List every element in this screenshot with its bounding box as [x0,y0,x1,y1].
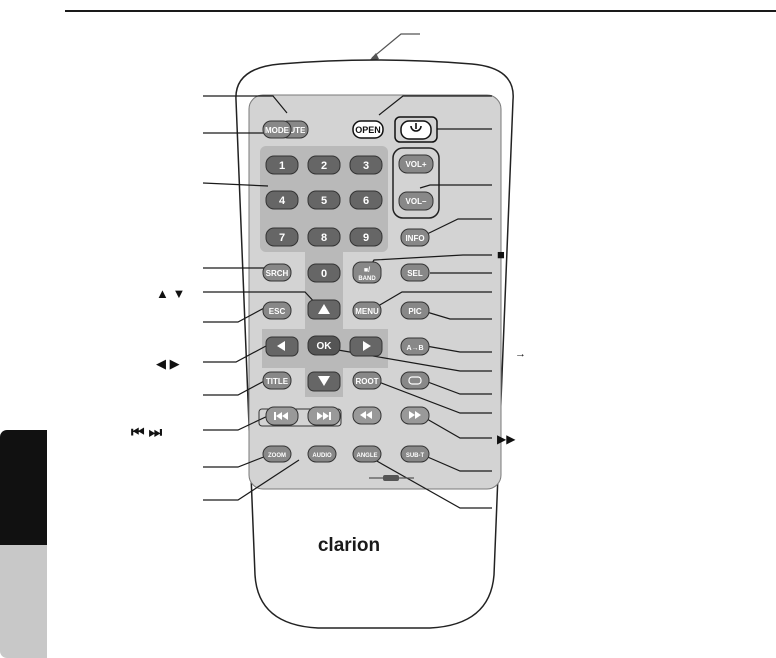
section-tab-active [0,430,47,545]
angle-button[interactable]: ANGLE [352,445,382,463]
skip-group [258,408,342,427]
left-arrow-icon [277,341,285,351]
ab-repeat-label: A→B [406,345,423,352]
ab-repeat-button[interactable]: A→B [400,337,430,356]
ok-button[interactable]: OK [307,335,341,356]
esc-label: ESC [269,307,286,316]
callout-fast-forward: ▶▶ [497,432,516,446]
open-button[interactable]: OPEN [352,120,384,139]
power-icon [410,123,422,132]
callout-prev-next: ⏮ ⏭ [131,424,163,441]
open-label: OPEN [355,125,381,135]
number-label: 5 [321,195,327,207]
section-tab [0,545,47,658]
select-button[interactable]: SEL [400,263,430,282]
rewind-icon [360,411,372,419]
mode-label: MODE [265,126,290,135]
next-button[interactable] [307,406,341,426]
angle-label: ANGLE [357,453,378,459]
audio-button[interactable]: AUDIO [307,445,337,463]
volume-down-button[interactable]: VOL– [398,191,434,211]
stop-band-label: ■/ [364,267,370,274]
number-9-button[interactable]: 9 [349,227,383,247]
select-label: SEL [407,269,423,278]
header-rule [65,10,776,12]
number-label: 8 [321,232,327,244]
volume-up-label: VOL+ [405,160,426,169]
menu-button[interactable]: MENU [352,301,382,320]
rewind-button[interactable] [352,406,382,425]
fast-forward-button[interactable] [400,406,430,425]
title-button[interactable]: TITLE [262,371,292,390]
left-button[interactable] [265,336,299,357]
search-button[interactable]: SRCH [262,263,292,282]
next-icon [317,412,331,420]
mute-label: MUTE [283,126,306,135]
root-label: ROOT [355,377,378,386]
ir-signal-icon [368,33,420,62]
audio-label: AUDIO [312,453,332,459]
number-3-button[interactable]: 3 [349,155,383,175]
menu-label: MENU [355,307,379,316]
right-button[interactable] [349,336,383,357]
number-8-button[interactable]: 8 [307,227,341,247]
number-2-button[interactable]: 2 [307,155,341,175]
stop-band-label: BAND [358,276,376,282]
ok-label: OK [317,341,333,352]
callout-lines [202,95,492,509]
number-4-button[interactable]: 4 [265,190,299,210]
down-button[interactable] [307,371,341,392]
number-1-button[interactable]: 1 [265,155,299,175]
subtitle-label: SUB-T [406,453,425,459]
power-button[interactable] [394,116,438,143]
title-label: TITLE [266,377,289,386]
number-label: 4 [279,195,286,207]
pic-label: PIC [408,307,422,316]
zoom-label: ZOOM [268,453,286,459]
stop-band-button[interactable]: ■/ BAND [352,261,382,284]
brand-logo: clarion [318,535,380,556]
slider-mark-icon [369,475,414,481]
volume-down-label: VOL– [406,197,427,206]
repeat-button[interactable] [400,371,430,390]
volume-up-button[interactable]: VOL+ [398,154,434,174]
callout-left-right: ◀ ▶ [156,356,180,371]
previous-icon [274,412,288,420]
subtitle-button[interactable]: SUB-T [400,445,430,463]
root-button[interactable]: ROOT [352,371,382,390]
esc-button[interactable]: ESC [262,301,292,320]
number-label: 2 [321,160,327,172]
callout-up-down: ▲ ▼ [156,286,185,301]
number-label: 9 [363,232,369,244]
number-5-button[interactable]: 5 [307,190,341,210]
search-label: SRCH [266,269,289,278]
callout-ab-arrow: → [515,348,526,360]
up-arrow-icon [318,304,330,314]
up-button[interactable] [307,299,341,320]
number-label: 0 [321,268,327,280]
info-button[interactable]: INFO [400,228,430,247]
callout-stop: ■ [497,247,505,262]
info-label: INFO [405,234,424,243]
number-7-button[interactable]: 7 [265,227,299,247]
fast-forward-icon [409,411,421,419]
previous-button[interactable] [265,406,299,426]
mode-button[interactable]: MODE [262,120,292,139]
number-0-button[interactable]: 0 [307,263,341,283]
down-arrow-icon [318,376,330,386]
zoom-button[interactable]: ZOOM [262,445,292,463]
right-arrow-icon [363,341,371,351]
number-label: 1 [279,160,285,172]
repeat-icon [408,376,422,385]
number-label: 3 [363,160,369,172]
number-label: 6 [363,195,369,207]
pic-button[interactable]: PIC [400,301,430,320]
number-6-button[interactable]: 6 [349,190,383,210]
number-label: 7 [279,232,285,244]
